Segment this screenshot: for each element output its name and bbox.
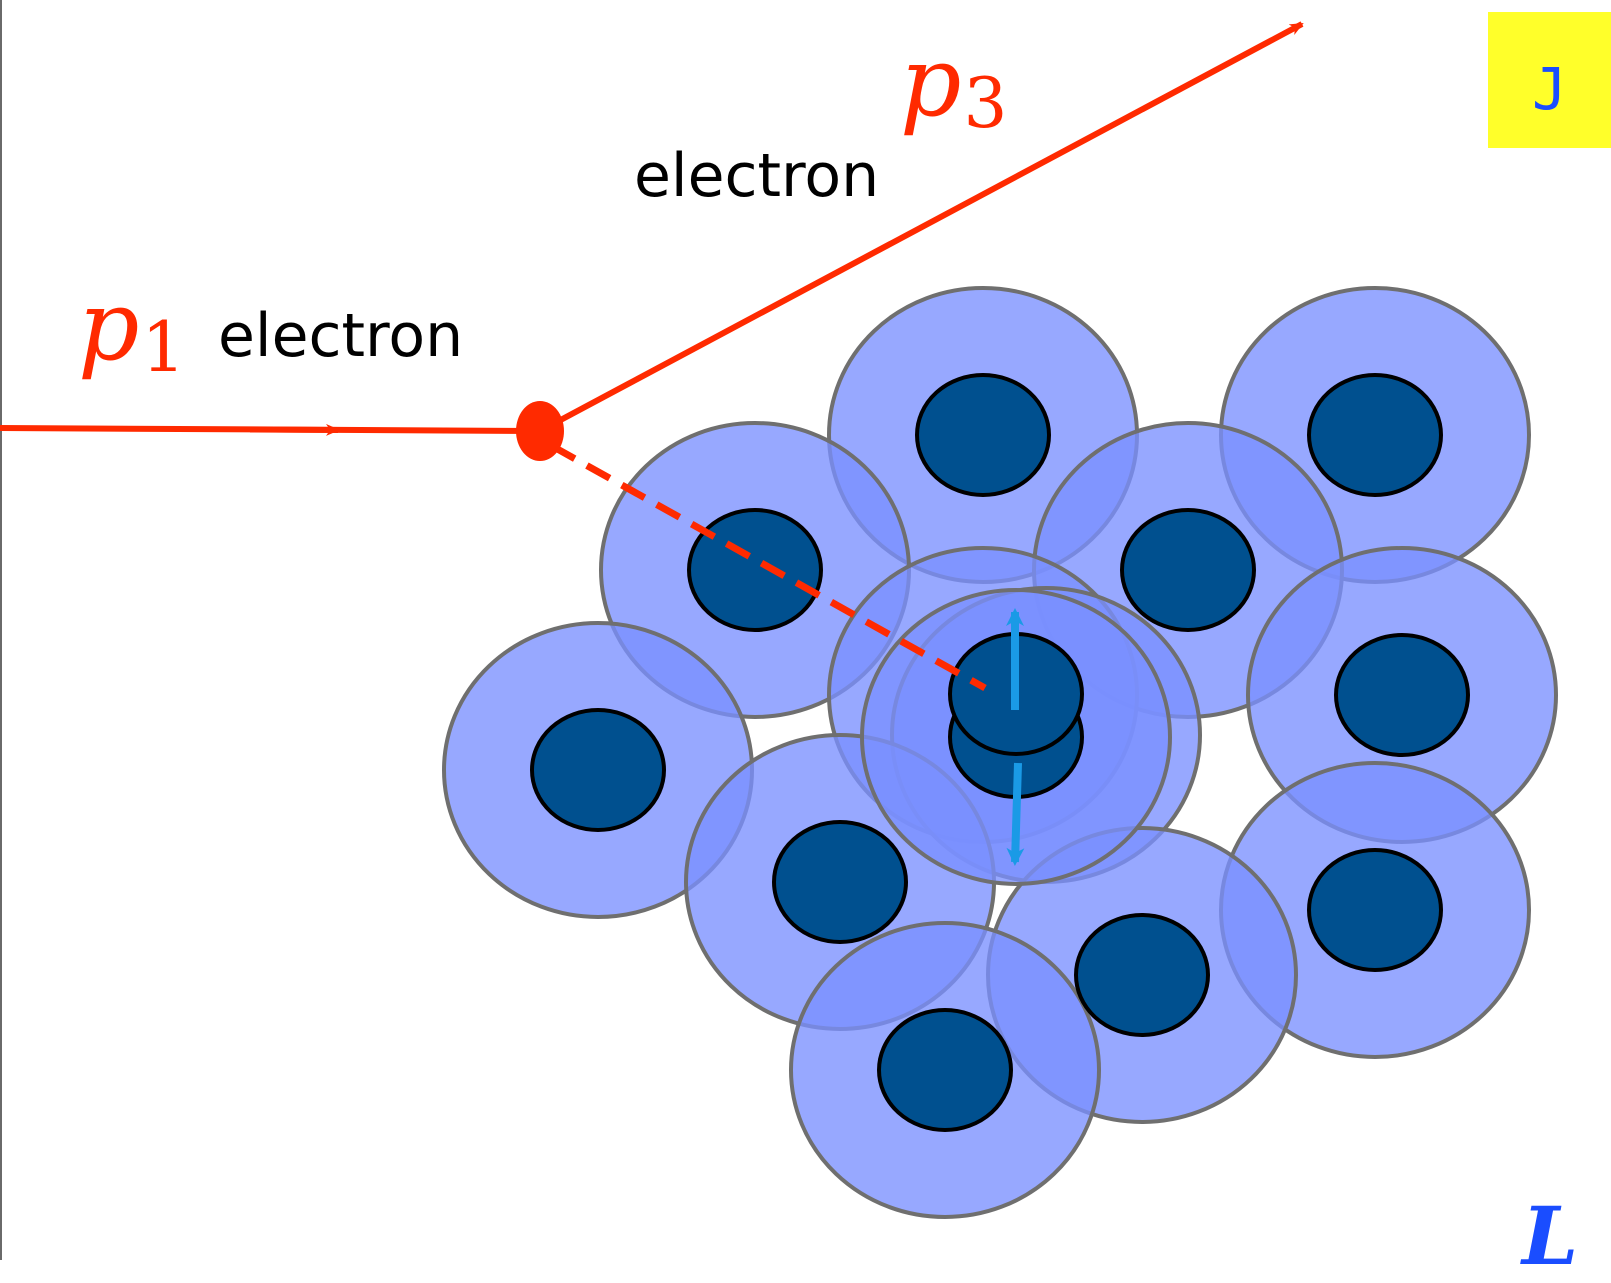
oscillation-arrow-down [1006,762,1025,866]
nucleon-12-core [877,1008,1013,1132]
p1-momentum-label: p1 [78,270,186,389]
interaction-vertex [516,401,564,461]
outgoing-electron-label: electron [634,141,880,211]
nucleon-7-core [530,708,666,832]
nucleon-10-core [1307,848,1443,972]
nucleon-4-core [1120,508,1256,632]
highlight-box-text: J [1532,55,1567,123]
outgoing-electron-track [538,21,1304,434]
nucleon-2-core [1307,373,1443,497]
nucleon-9-core [772,820,908,944]
left-border-line [0,0,2,1260]
virtual-photon-dashed-line [550,442,987,692]
nucleon-3-core [687,508,823,632]
incoming-electron-arrow [249,423,340,436]
nucleon-1-core [915,373,1051,497]
p3-momentum-label: p3 [900,26,1008,145]
corner-partial-text: L [1522,1189,1579,1283]
highlight-box [1488,12,1611,148]
nucleon-6-core [1334,633,1470,757]
nucleon-cores [530,373,1470,1132]
nucleon-11-core [1074,913,1210,1037]
incoming-electron-label: electron [218,301,464,371]
